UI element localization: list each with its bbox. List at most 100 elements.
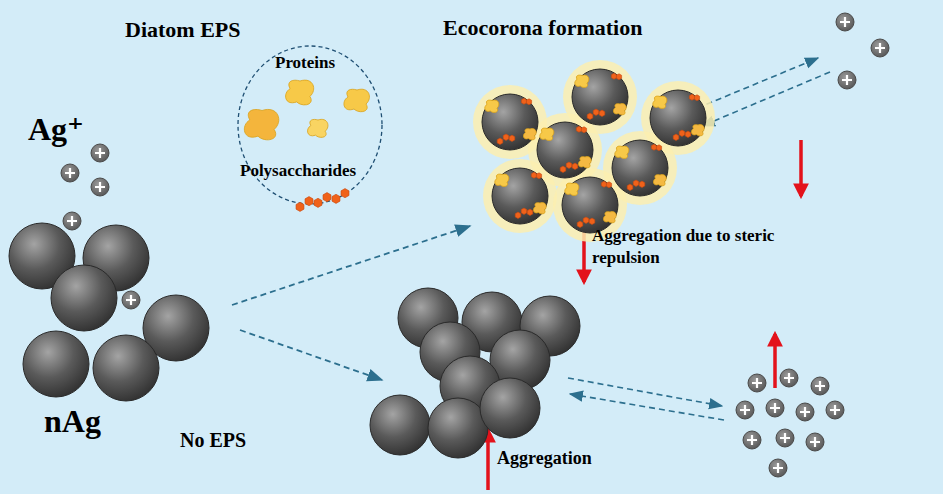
polysaccharide-glyph (527, 209, 533, 215)
silver-nanoparticle (650, 90, 706, 146)
trend-arrow (486, 430, 490, 490)
polysaccharide-glyph (611, 73, 616, 79)
polysaccharide-glyph (601, 181, 606, 187)
protein-glyph (344, 89, 370, 112)
process-label: Aggregation (497, 449, 592, 469)
polysaccharide-glyph (323, 193, 331, 202)
ion-symbol (736, 401, 754, 419)
ion-symbol (122, 291, 140, 309)
polysaccharide-glyph (509, 135, 515, 141)
ion-symbol (748, 374, 766, 392)
polysaccharide-glyph (694, 95, 699, 101)
ion-symbol (836, 13, 854, 31)
protein-glyph (575, 75, 589, 87)
polysaccharide-glyph (296, 202, 304, 211)
process-label: Aggregation due to steric repulsion (592, 225, 807, 269)
polysaccharide-glyph (503, 134, 509, 140)
silver-nanoparticle (562, 177, 618, 233)
polysaccharide-glyph (341, 189, 349, 198)
ion-symbol (766, 399, 784, 417)
polysaccharide-glyph (314, 198, 322, 207)
protein-glyph (495, 174, 509, 186)
component-label: Polysaccharides (240, 162, 356, 181)
ion-symbol (811, 377, 829, 395)
protein-glyph (578, 157, 591, 168)
protein-glyph (244, 109, 278, 139)
polysaccharide-glyph (679, 130, 685, 136)
polysaccharide-glyph (531, 172, 536, 178)
protein-glyph (603, 212, 616, 223)
polysaccharide-glyph (587, 113, 593, 119)
silver-nanoparticle (537, 122, 593, 178)
polysaccharide-glyph (560, 166, 566, 172)
equilibrium-arrow (570, 394, 724, 420)
polysaccharide-glyph (589, 218, 595, 224)
equilibrium-arrow (702, 72, 830, 126)
polysaccharide-glyph (576, 126, 581, 132)
protein-glyph (615, 146, 629, 158)
polysaccharide-glyph (566, 162, 572, 168)
polysaccharide-glyph (497, 138, 503, 144)
polysaccharide-glyph (521, 208, 527, 214)
ion-symbol (806, 433, 824, 451)
ion-symbol (91, 178, 109, 196)
protein-glyph (540, 128, 554, 140)
component-label: Proteins (275, 54, 335, 73)
silver-nanoparticle (428, 398, 488, 458)
ion-symbol (796, 403, 814, 421)
polysaccharide-glyph (305, 197, 313, 206)
polysaccharide-glyph (606, 182, 611, 188)
ion-symbol (780, 369, 798, 387)
polysaccharide-glyph (627, 184, 633, 190)
polysaccharide-glyph (332, 194, 340, 203)
polysaccharide-glyph (689, 94, 694, 100)
polysaccharide-glyph (577, 221, 583, 227)
ion-symbol (61, 164, 79, 182)
ion-symbol (826, 401, 844, 419)
silver-nanoparticle (370, 395, 430, 455)
ion-symbol (769, 459, 787, 477)
protein-glyph (653, 175, 666, 186)
silver-nanoparticle (492, 168, 548, 224)
silver-nanoparticle (482, 94, 538, 150)
polysaccharide-glyph (639, 181, 645, 187)
silver-nanoparticle (612, 140, 668, 196)
protein-glyph (653, 96, 667, 108)
protein-glyph (691, 125, 704, 136)
protein-glyph (308, 119, 328, 137)
heading: Ecocorona formation (443, 16, 642, 40)
ion-symbol (776, 429, 794, 447)
protein-glyph (533, 203, 546, 214)
ion-symbol (91, 144, 109, 162)
protein-glyph (523, 129, 536, 140)
particle-label: nAg (44, 404, 101, 439)
silver-nanoparticle (51, 265, 117, 331)
polysaccharide-glyph (593, 109, 599, 115)
polysaccharide-glyph (581, 127, 586, 133)
silver-nanoparticle (572, 69, 628, 125)
polysaccharide-glyph (536, 173, 541, 179)
polysaccharide-glyph (651, 144, 656, 150)
polysaccharide-glyph (673, 134, 679, 140)
silver-nanoparticle (480, 378, 540, 438)
polysaccharide-glyph (526, 99, 531, 105)
protein-glyph (565, 183, 579, 195)
polysaccharide-glyph (685, 131, 691, 137)
polysaccharide-glyph (583, 217, 589, 223)
eps-group: Diatom EPS ProteinsPolysaccharides (120, 14, 392, 214)
protein-glyph (286, 80, 314, 105)
dashed-ellipse (120, 14, 392, 214)
ion-symbol (63, 212, 81, 230)
protein-glyph (485, 100, 499, 112)
trend-arrow (773, 334, 777, 388)
condition-label: No EPS (180, 429, 246, 451)
ion-symbol (871, 39, 889, 57)
group-heading: Diatom EPS (125, 18, 241, 42)
ion-symbol (743, 431, 761, 449)
equilibrium-arrow (568, 378, 722, 406)
silver-nanoparticle (93, 335, 159, 401)
ion-label: Ag⁺ (28, 112, 84, 147)
polysaccharide-glyph (521, 98, 526, 104)
trend-arrow (799, 140, 803, 196)
